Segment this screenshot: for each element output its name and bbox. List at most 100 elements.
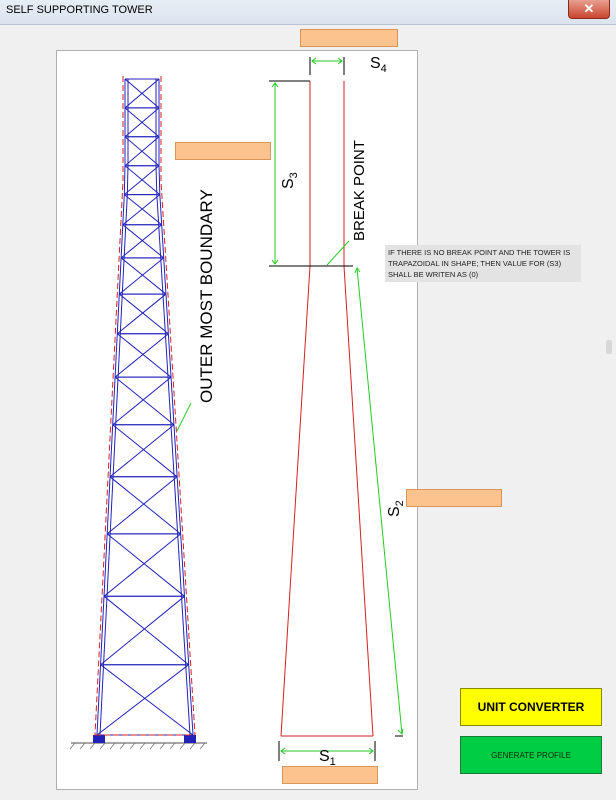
extension-lines [269,57,403,761]
tower-brace [109,476,181,535]
tower-brace [114,333,169,378]
tower-brace [118,293,169,335]
tower-leg-left [114,333,118,378]
tower-leg-right-inner [180,596,187,665]
tower-brace [112,376,172,426]
s3-input[interactable] [175,142,271,160]
tower-leg-left-inner [99,664,105,736]
outer-boundary-leader [176,402,192,432]
tower-brace [120,257,167,295]
tower-drawing: OUTER MOST BOUNDARY [69,55,406,768]
tower-leg-right-inner [164,333,169,378]
tower-brace [114,376,175,426]
tower-leg-left [116,294,120,334]
tower-brace [122,194,161,226]
tower-leg-right [165,294,169,334]
ground-hatch [69,742,207,750]
tower-leg-right [188,664,194,736]
dimension-lines [271,57,404,755]
tower-brace [116,293,167,335]
generate-profile-button[interactable]: GENERATE PROFILE [460,736,602,774]
tower-brace [124,78,160,109]
tower-leg-left-inner [103,596,108,665]
tower-brace [122,224,165,259]
dim-s4-label: S4 [370,55,387,75]
schematic-outline [280,81,374,737]
tower-leg-left-inner [123,224,127,258]
tower-brace [103,595,190,666]
tower-leg-right [170,377,175,425]
window-title: SELF SUPPORTING TOWER [6,4,153,16]
tower-brace [120,224,163,259]
tower-leg-right [161,224,165,258]
tower-leg-left-inner [119,294,123,334]
tower-brace [109,424,175,478]
tower-leg-left [109,424,114,477]
tower-leg-left-inner [115,377,119,425]
tower-leg-right-inner [170,424,175,477]
tower-lattice [96,78,194,736]
tower-leg-right [183,596,190,665]
tower-leg-left [120,224,124,258]
tower-leg-left [96,664,102,736]
tower-leg-right-inner [162,294,166,334]
window-edge-handle [606,340,612,354]
tower-leg-left-inner [117,333,121,378]
base-plate-left [93,735,105,743]
tower-brace [103,533,181,597]
tower-leg-left-inner [106,533,111,597]
tower-brace [124,107,160,138]
tower-leg-right [158,165,161,195]
tower-leg-left-inner [126,165,129,195]
tower-brace [123,194,163,226]
dim-s3-label: S3 [280,172,300,189]
title-bar: SELF SUPPORTING TOWER ✕ [0,0,616,25]
tower-leg-right-inner [160,257,164,295]
tower-leg-left [106,476,111,534]
unit-converter-button[interactable]: UNIT CONVERTER [460,688,602,726]
tower-leg-right-inner [185,664,191,736]
tower-leg-right [167,333,172,378]
tower-leg-right-inner [155,165,158,195]
tower-leg-right [176,476,182,534]
break-point-label: BREAK POINT [351,140,368,241]
tower-leg-left [122,194,125,225]
s1-input[interactable] [282,766,378,784]
tower-brace [118,257,165,295]
tower-brace [123,165,160,195]
tower-leg-left-inner [109,476,114,534]
tower-leg-left-inner [121,257,125,295]
tower-leg-right-inner [158,224,162,258]
drawing-panel: OUTER MOST BOUNDARY [56,50,418,790]
tower-leg-left [123,165,126,195]
tower-leg-left-inner [125,194,128,225]
tower-leg-left [100,596,105,665]
tower-leg-right-inner [156,194,160,225]
close-icon: ✕ [583,1,595,16]
tower-brace [116,333,172,378]
tower-leg-right [173,424,178,477]
tower-brace [96,664,189,736]
tower-leg-right-inner [173,476,179,534]
outer-boundary-lines [94,76,196,736]
tower-leg-left [118,257,122,295]
tower-leg-left [112,377,116,425]
tower-brace [112,424,178,478]
tower-leg-right-inner [167,377,172,425]
dim-s2-label: S2 [386,500,406,517]
tower-brace [124,136,160,167]
break-point-note: IF THERE IS NO BREAK POINT AND THE TOWER… [385,245,581,282]
base-plate-right [184,735,196,743]
outer-boundary-label: OUTER MOST BOUNDARY [197,189,216,403]
tower-leg-right [159,194,163,225]
dim-s1-label: S1 [319,748,336,768]
tower-leg-left [103,533,108,597]
s4-input[interactable] [300,29,398,47]
tower-brace [100,664,194,736]
tower-brace [106,533,185,597]
close-button[interactable]: ✕ [568,0,610,19]
tower-brace [100,595,185,666]
tower-leg-left-inner [112,424,117,477]
tower-brace [106,476,178,535]
s2-input[interactable] [406,489,502,507]
